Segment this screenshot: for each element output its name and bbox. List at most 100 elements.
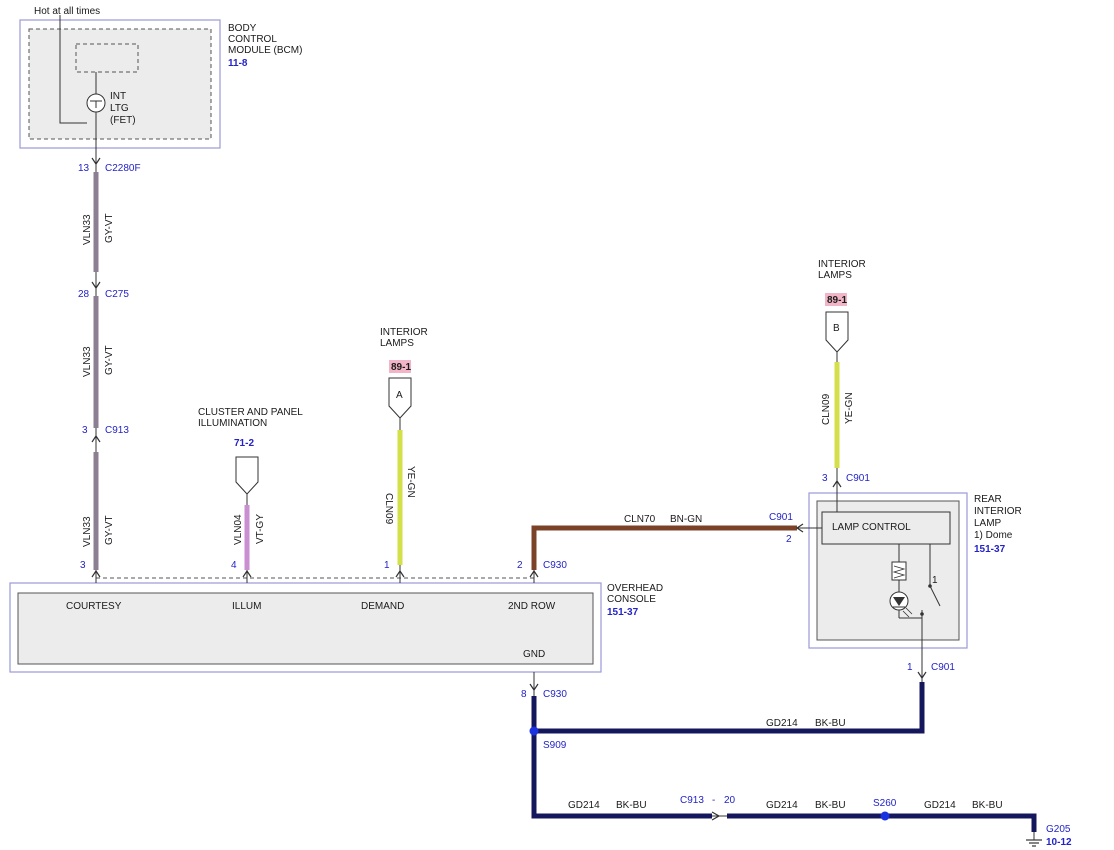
- svg-text:GD214: GD214: [924, 800, 956, 811]
- interior-lamps-a-ref[interactable]: INTERIOR LAMPS 89-1 A: [380, 327, 428, 419]
- svg-text:2ND ROW: 2ND ROW: [508, 601, 556, 612]
- lamp-switch-label: 1: [932, 575, 938, 586]
- rear-lamp-pin-bottom[interactable]: 1 C901: [907, 648, 955, 682]
- splice-s260[interactable]: S260: [873, 798, 897, 821]
- connector-c930-gnd[interactable]: 8 C930: [521, 683, 567, 700]
- svg-text:VLN33: VLN33: [82, 214, 93, 245]
- splice-s909[interactable]: S909: [529, 726, 567, 752]
- svg-text:1: 1: [907, 662, 913, 673]
- svg-text:10-12: 10-12: [1046, 837, 1072, 848]
- svg-text:C913: C913: [105, 425, 129, 436]
- svg-text:C901: C901: [931, 662, 955, 673]
- wire-cln09-left-circuit: CLN09: [383, 493, 394, 525]
- svg-text:VLN33: VLN33: [82, 346, 93, 377]
- svg-text:151-37: 151-37: [974, 544, 1006, 555]
- bcm-module[interactable]: [19, 15, 221, 149]
- wire-vln33-labels: VLN33 GY-VT VLN33 GY-VT VLN33 GY-VT: [82, 213, 115, 547]
- wire-vln04-circuit: VLN04: [233, 514, 244, 545]
- svg-text:BK-BU: BK-BU: [616, 800, 647, 811]
- svg-text:CLUSTER AND PANEL: CLUSTER AND PANEL: [198, 407, 303, 418]
- svg-text:GY-VT: GY-VT: [104, 345, 115, 375]
- rear-lamp-name: REAR INTERIOR LAMP 1) Dome 151-37: [974, 494, 1022, 555]
- svg-text:2: 2: [786, 534, 792, 545]
- overhead-console-module[interactable]: [9, 577, 602, 673]
- rear-lamp-pin-side[interactable]: C901 2: [769, 512, 822, 545]
- wire-gd214[interactable]: [531, 672, 1037, 832]
- svg-text:1) Dome: 1) Dome: [974, 530, 1013, 541]
- overhead-console-name: OVERHEAD CONSOLE 151-37: [607, 583, 663, 618]
- svg-text:3: 3: [822, 473, 828, 484]
- svg-text:LAMPS: LAMPS: [380, 338, 414, 349]
- svg-text:2: 2: [517, 560, 523, 571]
- wire-gd214-labels: GD214 BK-BU GD214 BK-BU GD214 BK-BU GD21…: [568, 718, 1003, 811]
- svg-text:89-1: 89-1: [391, 362, 411, 373]
- svg-text:COURTESY: COURTESY: [66, 601, 122, 612]
- svg-text:1: 1: [384, 560, 390, 571]
- wire-cln09-left-color: YE-GN: [405, 466, 416, 498]
- svg-text:71-2: 71-2: [234, 438, 254, 449]
- rear-interior-lamp-module[interactable]: [808, 492, 968, 649]
- svg-text:C913: C913: [680, 795, 704, 806]
- svg-text:S260: S260: [873, 798, 897, 809]
- svg-text:BK-BU: BK-BU: [815, 800, 846, 811]
- svg-text:BODY: BODY: [228, 23, 257, 34]
- svg-text:89-1: 89-1: [827, 295, 847, 306]
- svg-text:CONSOLE: CONSOLE: [607, 594, 656, 605]
- wire-cln70[interactable]: [531, 525, 797, 570]
- svg-text:13: 13: [78, 163, 90, 174]
- console-pin-demand[interactable]: 1 DEMAND: [361, 560, 405, 612]
- bcm-fet-label: INT LTG (FET): [110, 91, 136, 126]
- svg-text:GY-VT: GY-VT: [104, 213, 115, 243]
- ground-g205[interactable]: G205 10-12: [1026, 824, 1072, 848]
- console-pin-courtesy[interactable]: 3 COURTESY: [66, 560, 122, 612]
- fet-transistor-icon: [86, 93, 106, 113]
- svg-text:3: 3: [82, 425, 88, 436]
- svg-text:GD214: GD214: [766, 718, 798, 729]
- wire-cln70-circuit: CLN70: [624, 514, 656, 525]
- connector-c2280f[interactable]: 13 C2280F: [78, 148, 141, 174]
- svg-text:DEMAND: DEMAND: [361, 601, 404, 612]
- svg-text:OVERHEAD: OVERHEAD: [607, 583, 663, 594]
- svg-text:C930: C930: [543, 560, 567, 571]
- svg-text:(FET): (FET): [110, 115, 136, 126]
- svg-text:BK-BU: BK-BU: [972, 800, 1003, 811]
- ground-icon: [1026, 839, 1042, 847]
- svg-text:ILLUMINATION: ILLUMINATION: [198, 418, 267, 429]
- wire-vln04-color: VT-GY: [255, 514, 266, 544]
- connector-c913-inline[interactable]: C913 - 20: [680, 795, 736, 821]
- svg-text:-: -: [712, 795, 715, 806]
- console-pin-illum[interactable]: 4 ILLUM: [231, 560, 261, 612]
- svg-text:INTERIOR: INTERIOR: [818, 259, 866, 270]
- svg-text:S909: S909: [543, 740, 567, 751]
- bcm-ref: 11-8: [228, 58, 248, 69]
- svg-text:28: 28: [78, 289, 90, 300]
- svg-text:LAMPS: LAMPS: [818, 270, 852, 281]
- cluster-illumination-ref[interactable]: CLUSTER AND PANEL ILLUMINATION 71-2: [198, 407, 303, 495]
- svg-text:INT: INT: [110, 91, 126, 102]
- svg-text:INTERIOR: INTERIOR: [380, 327, 428, 338]
- svg-text:LAMP: LAMP: [974, 518, 1002, 529]
- svg-text:LTG: LTG: [110, 103, 129, 114]
- svg-text:BK-BU: BK-BU: [815, 718, 846, 729]
- console-pin-2nd-row[interactable]: 2 C930 2ND ROW: [508, 560, 567, 612]
- svg-text:3: 3: [80, 560, 86, 571]
- svg-text:VLN33: VLN33: [82, 516, 93, 547]
- console-gnd-label: GND: [523, 649, 545, 660]
- svg-text:REAR: REAR: [974, 494, 1002, 505]
- svg-text:B: B: [833, 323, 840, 334]
- interior-lamps-b-ref[interactable]: INTERIOR LAMPS 89-1 B: [818, 259, 866, 353]
- connector-c275[interactable]: 28 C275: [78, 272, 129, 300]
- power-label: Hot at all times: [34, 6, 100, 17]
- svg-text:C275: C275: [105, 289, 129, 300]
- connector-c913[interactable]: 3 C913: [82, 425, 129, 452]
- lamp-control-label: LAMP CONTROL: [832, 522, 911, 533]
- door-switch-icon: [920, 544, 941, 618]
- lamp-led-icon: [889, 591, 913, 618]
- svg-text:GY-VT: GY-VT: [104, 515, 115, 545]
- svg-text:C2280F: C2280F: [105, 163, 141, 174]
- svg-text:CONTROL: CONTROL: [228, 34, 277, 45]
- wire-cln09-right-circuit: CLN09: [821, 393, 832, 425]
- bcm-name: BODY CONTROL MODULE (BCM) 11-8: [228, 23, 302, 69]
- rear-lamp-pin-top[interactable]: 3 C901: [822, 468, 870, 512]
